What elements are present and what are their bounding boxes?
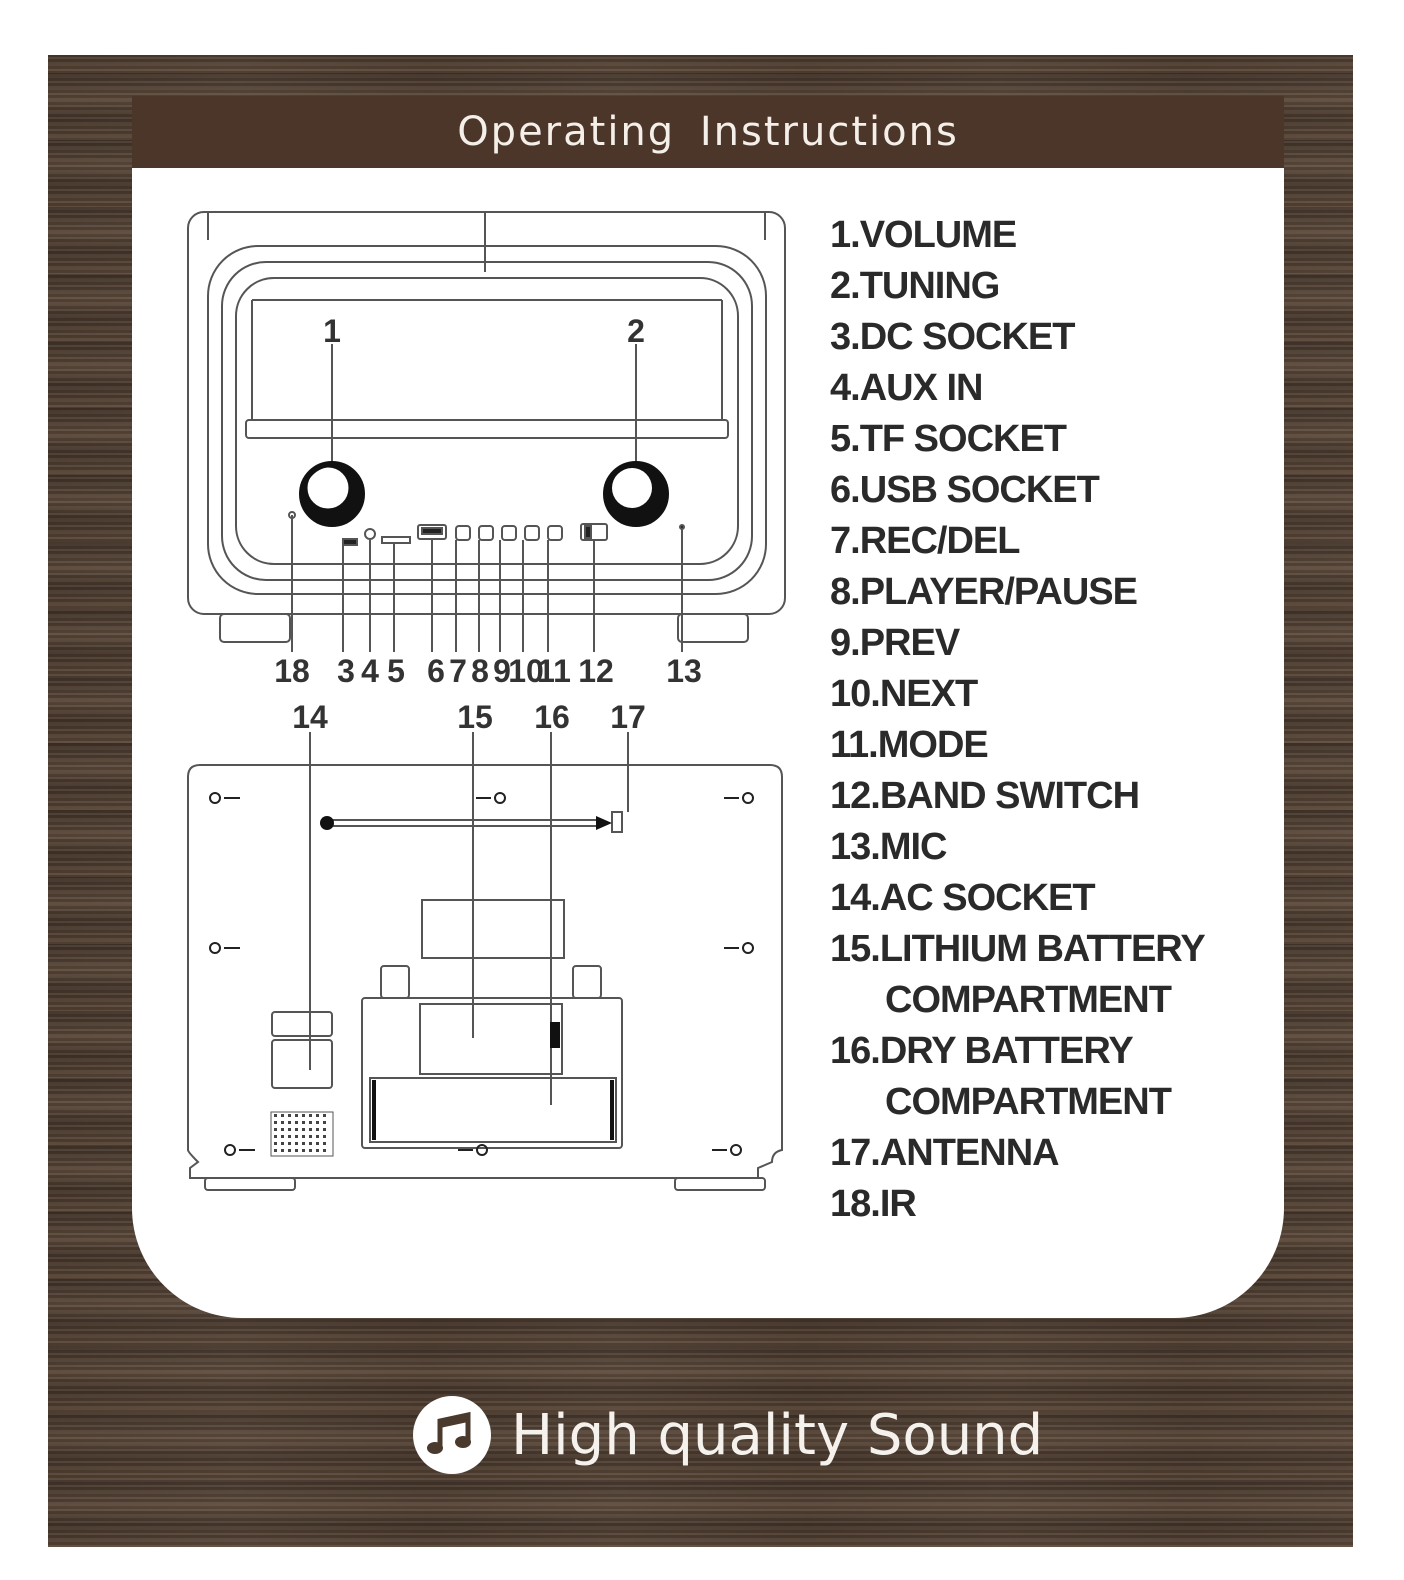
legend-item: 1.VOLUME <box>830 214 1017 256</box>
legend-item-continuation: COMPARTMENT <box>885 979 1172 1021</box>
legend-item: 3.DC SOCKET <box>830 316 1075 358</box>
legend-item: 2.TUNING <box>830 265 1000 307</box>
music-note-icon <box>413 1396 491 1474</box>
callout-4: 4 <box>361 653 379 689</box>
callout-8: 8 <box>471 653 489 689</box>
legend-item-continuation: COMPARTMENT <box>885 1081 1172 1123</box>
callout-2: 2 <box>627 313 645 349</box>
callout-3: 3 <box>337 653 355 689</box>
legend-item: 14.AC SOCKET <box>830 877 1096 919</box>
callout-14: 14 <box>292 699 328 735</box>
antenna-tip <box>596 816 612 830</box>
speaker-grille <box>274 1114 326 1152</box>
callout-13: 13 <box>666 653 702 689</box>
callout-16: 16 <box>534 699 570 735</box>
legend-item: 7.REC/DEL <box>830 520 1020 562</box>
parts-legend: 1.VOLUME 2.TUNING 3.DC SOCKET 4.AUX IN 5… <box>830 210 1206 1230</box>
callout-9: 9 <box>493 653 511 689</box>
antenna-base <box>320 816 334 830</box>
legend-item: 11.MODE <box>830 724 989 766</box>
callout-6: 6 <box>427 653 445 689</box>
callout-17: 17 <box>610 699 646 735</box>
legend-item: 4.AUX IN <box>830 367 983 409</box>
legend-item: 5.TF SOCKET <box>830 418 1067 460</box>
legend-item: 16.DRY BATTERY <box>830 1030 1134 1072</box>
callout-7: 7 <box>449 653 467 689</box>
legend-item: 8.PLAYER/PAUSE <box>830 571 1138 613</box>
screw-holes <box>209 792 754 1156</box>
callout-15: 15 <box>457 699 493 735</box>
callout-12: 12 <box>578 653 614 689</box>
legend-item: 10.NEXT <box>830 673 978 715</box>
legend-item: 12.BAND SWITCH <box>830 775 1140 817</box>
legend-item: 17.ANTENNA <box>830 1132 1060 1174</box>
page-title: Operating Instructions <box>457 109 959 155</box>
legend-item: 6.USB SOCKET <box>830 469 1100 511</box>
battery-latch <box>550 1022 560 1048</box>
callout-5: 5 <box>387 653 405 689</box>
callout-1: 1 <box>323 313 341 349</box>
legend-item: 18.IR <box>830 1183 917 1225</box>
instruction-panel <box>132 168 1284 1318</box>
header-bar: Operating Instructions <box>132 96 1284 168</box>
back-view <box>187 732 783 1191</box>
front-view <box>187 211 786 652</box>
legend-item: 13.MIC <box>830 826 947 868</box>
footer-text: High quality Sound <box>511 1402 1044 1468</box>
legend-item: 9.PREV <box>830 622 960 664</box>
callout-18: 18 <box>274 653 310 689</box>
footer-tagline: High quality Sound <box>413 1393 1043 1477</box>
callout-11: 11 <box>537 653 571 689</box>
legend-item: 15.LITHIUM BATTERY <box>830 928 1206 970</box>
callout-10: 10 <box>508 653 544 689</box>
